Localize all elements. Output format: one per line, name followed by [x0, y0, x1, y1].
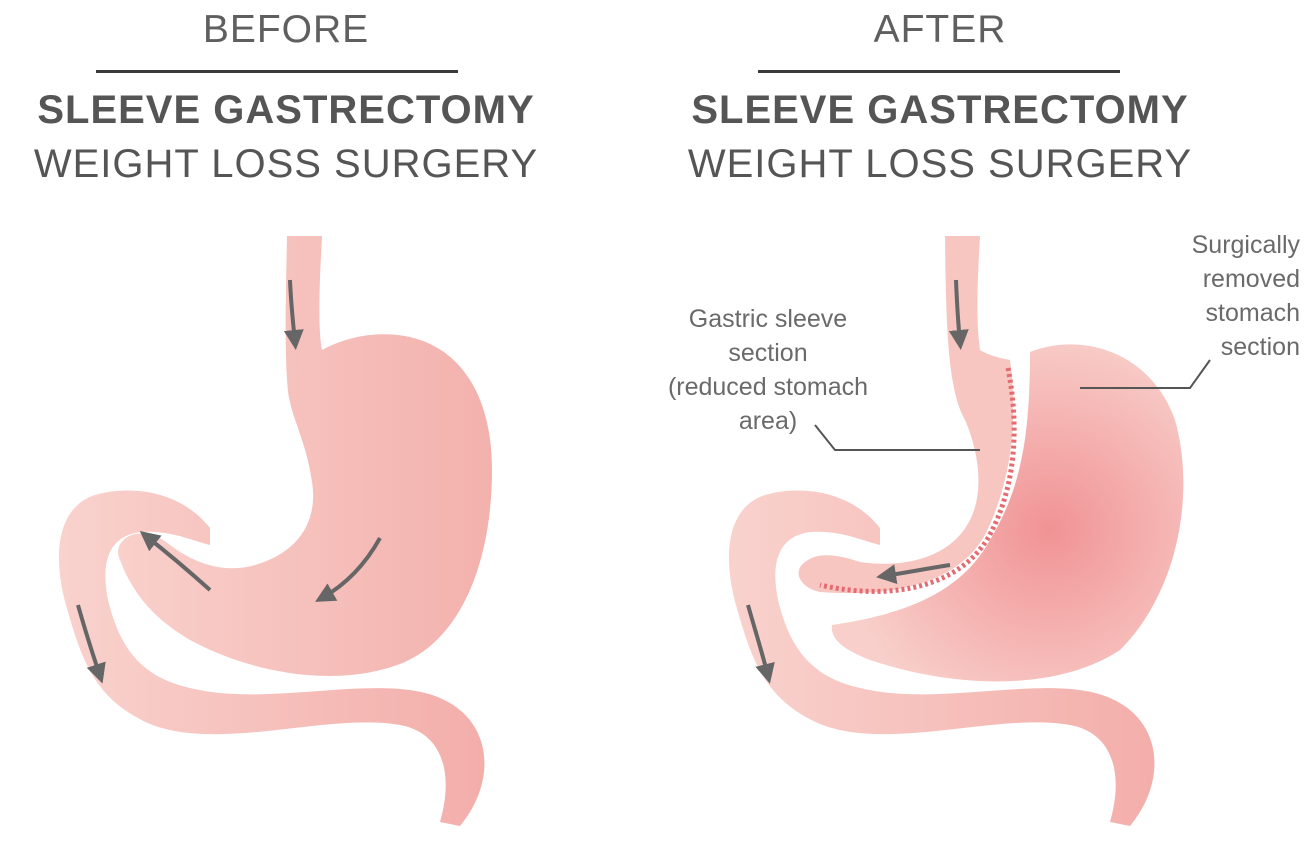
before-stomach: [118, 236, 492, 676]
gastric-sleeve-callout: Gastric sleeve section (reduced stomach …: [628, 302, 908, 438]
removed-section-callout: Surgically removed stomach section: [1140, 228, 1300, 364]
before-stomach-drawing: [59, 236, 492, 826]
